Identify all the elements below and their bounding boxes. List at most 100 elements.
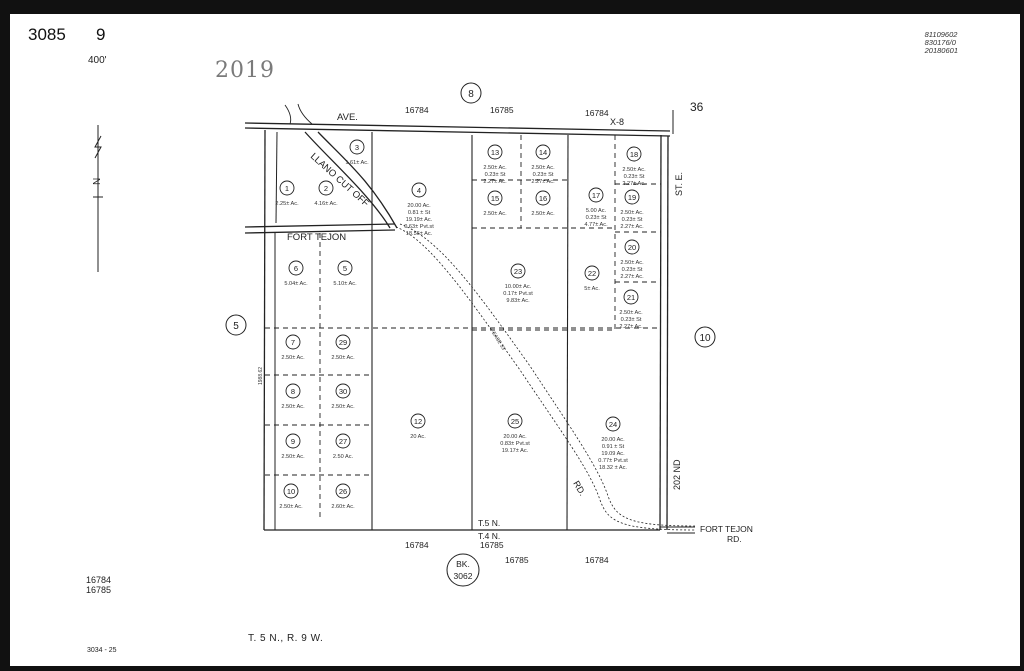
parcel-area: 4.77± Ac. [584,222,608,228]
parcel-area: 18.32 ± Ac. [599,465,627,471]
parcel-10: 102.50± Ac. [279,483,303,510]
township-t5n: T.5 N. [478,518,500,528]
parcel-number-circle [626,146,642,162]
code-16785: 16785 [480,540,504,550]
parcel-27: 27 2.50 Ac. [333,433,354,460]
header-code: 830176/0 [924,38,956,47]
parcel-number: 30 [339,387,347,396]
parcel-area: 2.27± Ac. [620,224,644,230]
parcel-1: 12.25± Ac. [275,180,299,207]
parcel-number: 7 [291,338,295,347]
parcel-29: 292.50± Ac. [331,334,355,361]
header-code: 81109602 [924,30,958,39]
parcel-number-circle [279,180,295,196]
parcel-number-circle [605,416,621,432]
parcel-number-circle [335,334,351,350]
parcel-area: 2.50± Ac. [620,260,644,266]
parcel-number: 19 [628,193,636,202]
parcel-area: 0.23± St [485,172,506,178]
parcel-8: 82.50± Ac. [281,383,305,410]
parcel-number: 15 [491,194,499,203]
parcel-number-circle [507,413,523,429]
parcel-area: 4.16± Ac. [314,201,338,207]
parcel-5: 55.10± Ac. [333,260,357,287]
street-fort-tejon-rd: RD. [727,534,742,544]
parcel-area: 2.50± Ac. [620,210,644,216]
parcel-number-circle [285,433,301,449]
parcel-area: 2.50± Ac. [281,404,305,410]
parcel-number-circle [487,144,503,160]
parcel-number: 24 [609,420,617,429]
parcel-6: 6 5.04± Ac. [284,260,308,287]
top-labels: 8 16784 16785 16784 X-8 36 AVE. [337,82,704,127]
left-code: 16785 [86,585,112,595]
parcel-area: 1.61± Ac. [345,160,369,166]
parcel-number: 9 [291,437,295,446]
parcel-area: 0.81 ± St [408,210,431,216]
parcel-number-circle [285,334,301,350]
code-16785: 16785 [505,555,529,565]
parcel-number: 22 [588,269,596,278]
parcel-number-circle [584,265,600,281]
parcel-number: 3 [355,143,359,152]
parcel-number-circle [411,182,427,198]
parcel-number-circle [624,239,640,255]
parcel-area: 5.04± Ac. [284,281,308,287]
parcel-area: 0.63± Pvt.st [404,224,434,230]
parcel-area: 2.50± Ac. [279,504,303,510]
township-range: T. 5 N., R. 9 W. [248,633,324,644]
parcel-number-circle [623,289,639,305]
parcel-number: 23 [514,267,522,276]
book-reference-label: BK. [456,559,470,569]
parcel-area: 2.50± Ac. [331,404,355,410]
parcel-area: 2.50± Ac. [622,167,646,173]
parcel-area: 2.50 Ac. [333,454,354,460]
parcel-area: 19.17± Ac. [502,448,529,454]
parcel-number-circle [285,383,301,399]
parcel-area: 0.23± St [622,217,643,223]
parcel-14: 142.50± Ac.0.23± St2.27± Ac. [531,144,555,185]
parcel-22: 22 5± Ac. [584,265,600,292]
parcel-area: 19.19± Ac. [406,217,433,223]
parcel-area: 19.09 Ac. [601,451,625,457]
parcel-area: 2.50± Ac. [483,165,507,171]
parcel-number-circle [510,263,526,279]
svg-text:N: N [92,178,103,185]
parcel-number: 26 [339,487,347,496]
parcel-number-circle [283,483,299,499]
parcel-area: 2.25± Ac. [275,201,299,207]
parcel-area: 9.83± Ac. [506,298,530,304]
parcel-21: 212.50± Ac.0.23± St2.27± Ac. [619,289,643,330]
parcel-26: 262.60± Ac. [331,483,355,510]
parcel-area: 2.27± Ac. [620,274,644,280]
parcel-area: 5.00 Ac. [586,208,607,214]
parcel-number: 16 [539,194,547,203]
parcel-area: 2.50± Ac. [619,310,643,316]
parcel-area: 0.23± St [622,267,643,273]
street-rd: RD. [571,479,587,497]
parcel-19: 19 2.50± Ac.0.23± St2.27± Ac. [620,189,644,230]
parcel-number: 6 [294,264,298,273]
parcel-area: 10.00± Ac. [505,284,532,290]
parcel-2: 24.16± Ac. [314,180,338,207]
parcel-30: 30 2.50± Ac. [331,383,355,410]
code-16784: 16784 [585,108,609,118]
parcel-number-circle [318,180,334,196]
parcel-number-circle [335,483,351,499]
parcel-area: 0.17± Pvt.st [503,291,533,297]
parcel-area: 2.27± Ac. [619,324,643,330]
parcel-number: 29 [339,338,347,347]
parcel-area: 5± Ac. [584,286,600,292]
street-st-e: ST. E. [674,172,684,196]
parcel-9: 92.50± Ac. [281,433,305,460]
parcel-area: 2.50± Ac. [531,211,555,217]
parcel-area: 0.23± St [624,174,645,180]
parcel-number: 27 [339,437,347,446]
parcel-area: 20.00 Ac. [601,437,625,443]
parcels-layer: 12.25± Ac. 24.16± Ac. 3 1.61± Ac. 420.00 Ac.… [275,139,646,510]
parcel-number-circle [337,260,353,276]
section-36: 36 [690,100,704,114]
parcel-number-circle [588,187,604,203]
